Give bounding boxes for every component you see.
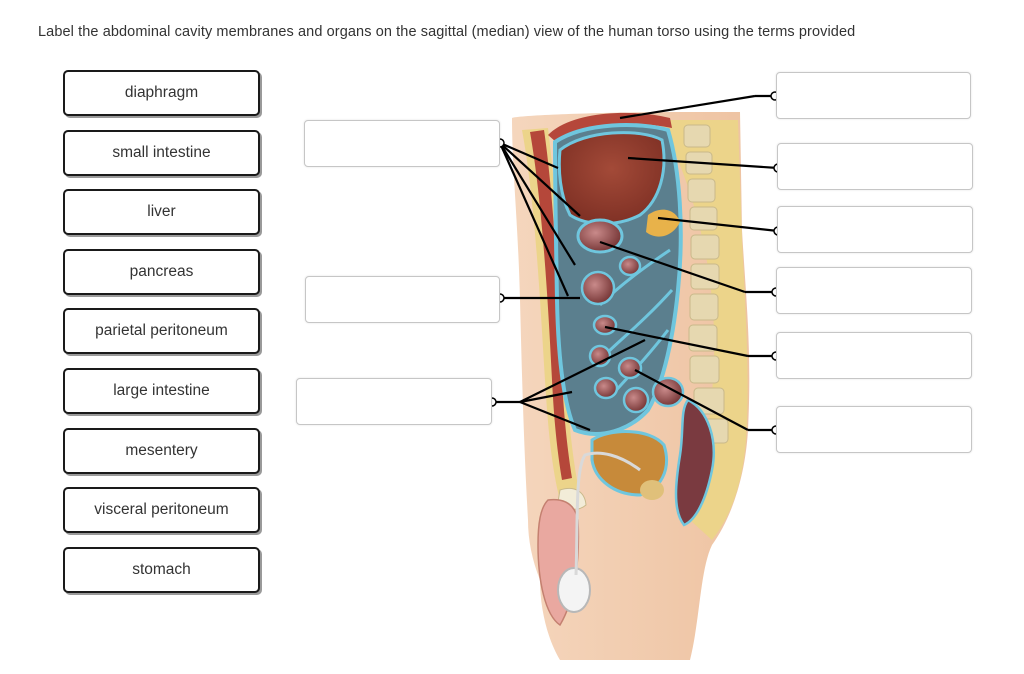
posterior-fat-layer (660, 120, 748, 540)
term-mesentery[interactable]: mesentery (63, 427, 260, 474)
instructions-text: Label the abdominal cavity membranes and… (38, 24, 856, 40)
mesentery (598, 248, 674, 396)
peritoneal-cavity (552, 123, 683, 436)
term-pancreas[interactable]: pancreas (63, 248, 260, 295)
term-liver[interactable]: liver (63, 189, 260, 236)
connector-handles (487, 91, 783, 435)
vertebral-column (683, 124, 729, 444)
anterior-fat-layer (522, 128, 580, 500)
small-intestine-loops (580, 255, 650, 414)
urinary-bladder (590, 430, 668, 497)
drop-zone-right-5[interactable] (776, 332, 972, 379)
leader-lines (492, 94, 779, 432)
ductus-deferens (574, 451, 641, 576)
term-small-intestine[interactable]: small intestine (63, 129, 260, 176)
drop-zone-right-1[interactable] (776, 72, 971, 119)
large-intestine (674, 398, 715, 527)
drop-zone-left-3[interactable] (296, 378, 492, 425)
torso-skin (512, 112, 750, 660)
prostate (640, 480, 664, 500)
drop-zone-right-2[interactable] (777, 143, 973, 190)
pancreas (646, 209, 680, 237)
term-parietal-peritoneum[interactable]: parietal peritoneum (63, 308, 260, 355)
colon-segment (651, 376, 685, 408)
drop-zone-right-3[interactable] (777, 206, 973, 253)
term-diaphragm[interactable]: diaphragm (63, 70, 260, 116)
external-genitalia (537, 498, 580, 627)
drop-zone-left-2[interactable] (305, 276, 500, 323)
liver (557, 131, 666, 226)
drop-zone-right-4[interactable] (776, 267, 972, 314)
term-visceral-peritoneum[interactable]: visceral peritoneum (63, 487, 260, 534)
pubic-bone (557, 487, 587, 510)
stomach (576, 218, 624, 254)
abdominal-wall-muscle (530, 130, 572, 480)
term-bank: diaphragm small intestine liver pancreas… (63, 70, 262, 606)
drop-zone-right-6[interactable] (776, 406, 972, 453)
term-large-intestine[interactable]: large intestine (63, 367, 260, 414)
drop-zone-left-1[interactable] (304, 120, 500, 167)
testis (557, 567, 591, 613)
term-stomach[interactable]: stomach (63, 546, 260, 593)
diaphragm (548, 112, 672, 142)
